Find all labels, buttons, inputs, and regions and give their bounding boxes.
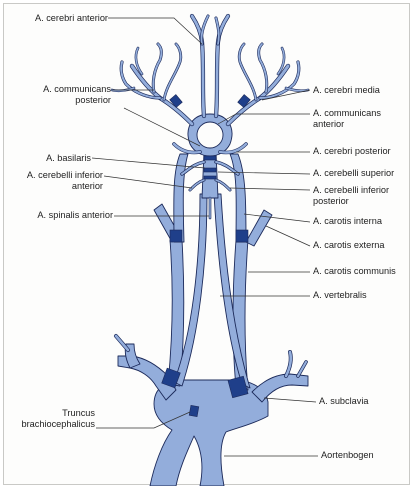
label-cerebelli-inferior-anterior-line2: anterior: [14, 181, 103, 192]
label-communicans-posterior-line1: A. communicans: [24, 84, 111, 95]
label-communicans-anterior-line2: anterior: [313, 119, 344, 130]
label-vertebralis: A. vertebralis: [313, 290, 367, 301]
label-cerebelli-inferior-anterior-line1: A. cerebelli inferior: [14, 170, 103, 181]
label-carotis-interna: A. carotis interna: [313, 216, 382, 227]
carotis-externa-right-of-image: [246, 210, 272, 246]
label-cerebelli-superior: A. cerebelli superior: [313, 168, 394, 179]
figure-frame: .ves { fill:#93addb; stroke:#1c2a5a; str…: [3, 3, 410, 485]
label-truncus-line1: Truncus: [14, 408, 95, 419]
label-communicans-anterior-line1: A. communicans: [313, 108, 381, 119]
label-aortenbogen: Aortenbogen: [321, 450, 374, 461]
label-cerebelli-inferior-posterior-line2: posterior: [313, 196, 349, 207]
label-cerebri-posterior: A. cerebri posterior: [313, 146, 391, 157]
subclavia-right-of-image: [252, 374, 308, 402]
label-carotis-externa: A. carotis externa: [313, 240, 385, 251]
label-communicans-posterior-line2: posterior: [24, 95, 111, 106]
label-truncus-line2: brachiocephalicus: [14, 419, 95, 430]
label-cerebelli-inferior-posterior-line1: A. cerebelli inferior: [313, 185, 389, 196]
label-subclavia: A. subclavia: [319, 396, 369, 407]
carotis-interna-left-of-image: [174, 154, 188, 242]
label-cerebri-anterior: A. cerebri anterior: [24, 13, 108, 24]
carotis-interna-right-of-image: [230, 154, 246, 242]
label-basilaris: A. basilaris: [24, 153, 91, 164]
label-spinalis-anterior: A. spinalis anterior: [14, 210, 113, 221]
label-carotis-communis: A. carotis communis: [313, 266, 396, 277]
label-cerebri-media: A. cerebri media: [313, 85, 380, 96]
